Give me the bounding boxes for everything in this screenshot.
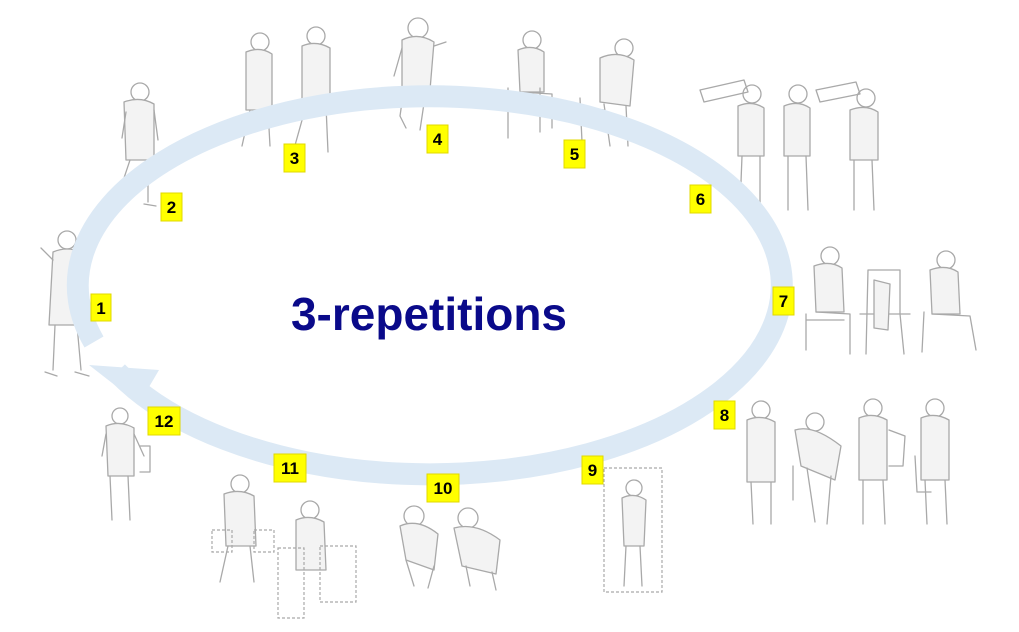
- telescope-person-icon: [699, 79, 879, 211]
- svg-text:4: 4: [433, 130, 443, 149]
- svg-text:6: 6: [696, 190, 705, 209]
- door-frame-person-icon: [603, 467, 663, 593]
- center-label: 3-repetitions: [291, 288, 567, 340]
- step-badge-10: 10: [426, 473, 460, 503]
- svg-text:1: 1: [96, 299, 105, 318]
- svg-text:3: 3: [290, 149, 299, 168]
- svg-text:8: 8: [720, 406, 729, 425]
- svg-text:11: 11: [281, 459, 299, 478]
- step-badge-9: 9: [581, 455, 604, 485]
- stepping-person-icon: [393, 17, 447, 131]
- svg-text:2: 2: [167, 198, 176, 217]
- step-badge-5: 5: [563, 139, 586, 169]
- walking-pair-icon: [241, 26, 331, 157]
- cycle-arrowhead: [89, 365, 159, 404]
- svg-text:10: 10: [434, 479, 453, 498]
- figures-group: [40, 17, 977, 619]
- shoe-tying-person-icon: [399, 505, 501, 591]
- step-badge-8: 8: [713, 400, 736, 430]
- step-badge-4: 4: [426, 124, 449, 154]
- svg-text:9: 9: [588, 461, 597, 480]
- cycle-arrow: [66, 85, 793, 486]
- carrying-bags-person-icon: [211, 474, 357, 619]
- step-badge-1: 1: [90, 293, 112, 322]
- step-badge-2: 2: [160, 192, 183, 222]
- svg-text:5: 5: [570, 145, 579, 164]
- backpack-person-icon: [746, 398, 950, 525]
- step-badges: 1 2 3 4 5 6 7: [90, 124, 795, 503]
- step-badge-11: 11: [273, 453, 307, 483]
- cycle-arrow-band: [66, 85, 793, 486]
- sitting-dressing-icon: [805, 246, 977, 355]
- standing-bag-person-icon: [101, 407, 151, 521]
- svg-text:7: 7: [779, 292, 788, 311]
- svg-text:12: 12: [155, 412, 174, 431]
- step-badge-12: 12: [147, 406, 181, 436]
- step-badge-7: 7: [772, 286, 795, 316]
- step-badge-3: 3: [283, 143, 306, 173]
- step-badge-6: 6: [689, 184, 712, 214]
